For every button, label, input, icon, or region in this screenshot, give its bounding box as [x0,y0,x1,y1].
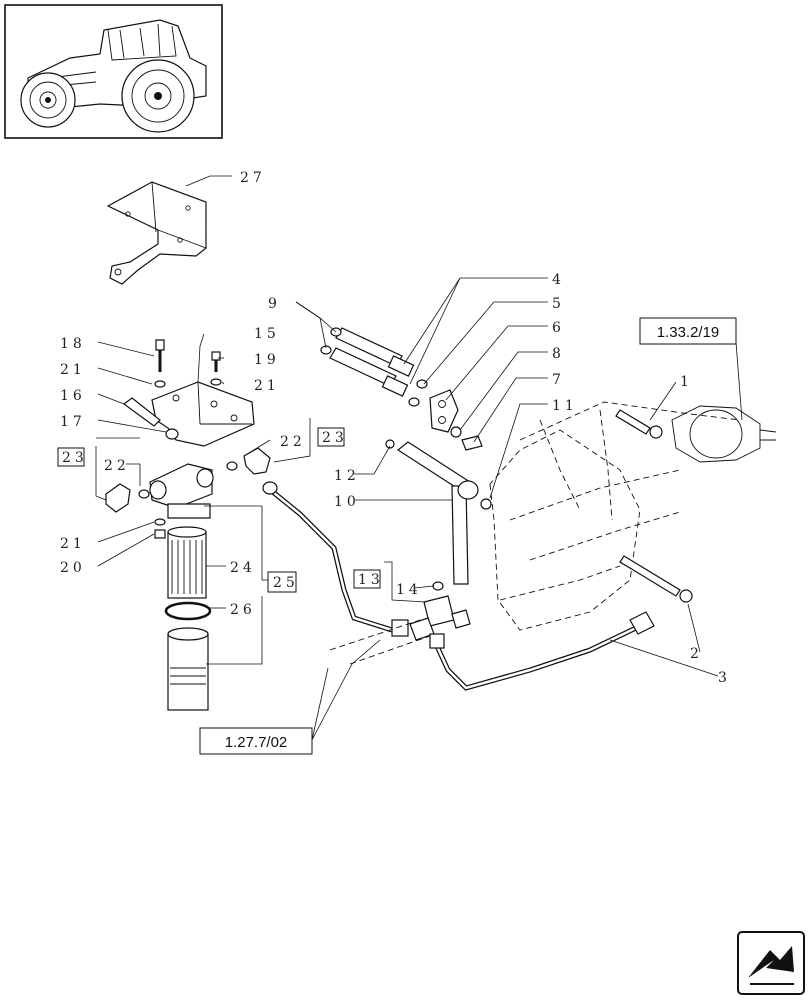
nut-part-17[interactable] [165,428,179,440]
callout-6: 6 [552,320,565,336]
tractor-thumbnail[interactable] [4,4,223,139]
pipe-part-3[interactable] [429,611,655,691]
callout-14: 14 [396,582,422,598]
reference-link-bottom[interactable]: 1.27.7/02 [199,727,313,755]
reference-link-right[interactable]: 1.33.2/19 [639,317,737,345]
boxed-callout-23-left[interactable]: 23 [57,447,88,467]
callout-15: 15 [254,326,280,342]
callout-19: 19 [254,352,280,368]
bolt-part-18[interactable] [155,339,165,372]
pipe-part-25[interactable] [262,481,409,637]
callout-18: 18 [60,336,86,352]
nut-part-20[interactable] [154,529,166,539]
callout-9: 9 [268,296,281,312]
injection-pump-assembly[interactable] [489,401,777,631]
seal-part-4-a [416,379,428,389]
bolt-part-19[interactable] [211,351,221,372]
callout-1: 1 [680,374,693,390]
svg-text:23: 23 [62,450,88,466]
o-ring-part-26[interactable] [164,601,212,621]
callout-2: 2 [690,646,703,662]
seal-part-12 [385,439,395,449]
callout-3: 3 [718,670,731,686]
filter-canister[interactable] [167,627,209,711]
elbow-fitting-left[interactable] [105,483,150,513]
callout-16: 16 [60,388,86,404]
callout-5: 5 [552,296,565,312]
bolt-part-8[interactable] [461,435,483,451]
callout-4: 4 [552,272,565,288]
bolt-part-16[interactable] [122,397,161,427]
leader-lines [95,277,743,741]
svg-text:25: 25 [273,575,299,591]
boxed-callout-23-right[interactable]: 23 [317,427,348,447]
callout-27: 27 [240,170,266,186]
pipe-part-10[interactable] [396,441,479,585]
filter-head[interactable] [149,463,214,519]
stud-part-2[interactable] [619,555,693,603]
plate-part-5[interactable] [429,389,459,433]
callout-21-c: 21 [60,536,86,552]
callout-21-b: 21 [254,378,280,394]
washer-part-6 [450,426,462,438]
washer-part-21-bottom [154,518,166,526]
seal-part-4-b [408,397,420,407]
callout-22-a: 22 [104,458,130,474]
callout-7: 7 [552,372,565,388]
callout-26: 26 [230,602,256,618]
callout-10: 10 [334,494,360,510]
seal-part-7 [480,498,492,510]
callout-22-b: 22 [280,434,306,450]
callout-12: 12 [334,468,360,484]
svg-text:1.33.2/19: 1.33.2/19 [657,324,720,341]
boxed-callout-25[interactable]: 25 [267,571,299,593]
elbow-fitting-right[interactable] [226,447,271,475]
callout-labels: 27 15 18 19 21 21 16 17 22 22 21 20 24 2… [60,170,731,686]
callout-24: 24 [230,560,256,576]
callout-17: 17 [60,414,86,430]
svg-text:1.27.7/02: 1.27.7/02 [225,734,288,751]
callout-8: 8 [552,346,565,362]
tee-fitting-part-14[interactable] [409,581,471,641]
filter-element-part-24[interactable] [167,526,207,599]
hose-assembly-part-4[interactable] [329,327,415,397]
bolt-part-1[interactable] [615,409,663,439]
callout-11: 11 [552,398,578,414]
filter-bracket-part-15[interactable] [151,381,255,447]
return-arrow-icon[interactable] [737,931,805,995]
boxed-callout-13[interactable]: 13 [353,569,384,589]
callout-20: 20 [60,560,86,576]
svg-text:23: 23 [322,430,348,446]
svg-text:13: 13 [358,572,384,588]
bracket-part-27[interactable] [106,181,207,285]
callout-21-a: 21 [60,362,86,378]
washer-part-21-top [154,378,222,388]
